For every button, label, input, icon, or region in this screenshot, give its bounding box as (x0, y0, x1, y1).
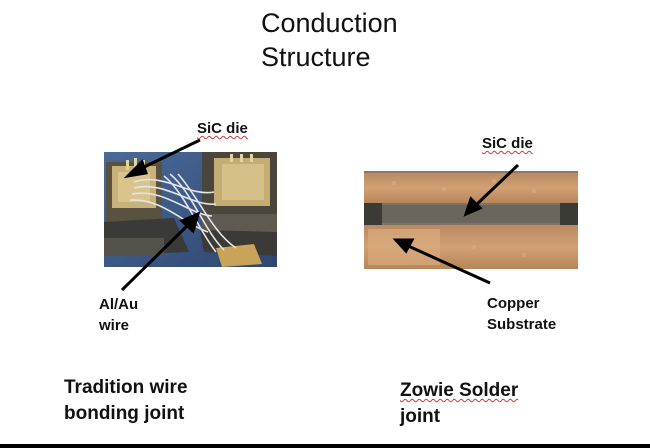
title-line-2: Structure (261, 42, 371, 72)
solder-joint-photo (364, 171, 578, 269)
wire-label: Al/Au wire (99, 294, 138, 336)
right-caption-line-1: Zowie Solder (400, 380, 519, 401)
substrate-label-line-2: Substrate (487, 316, 557, 333)
right-caption: Zowie Solder joint (400, 378, 518, 430)
slide-title: Conduction Structure (261, 6, 398, 74)
wire-bonding-photo (104, 152, 277, 267)
wire-label-line-1: Al/Au (99, 296, 139, 313)
left-caption-line-1: Tradition wire (64, 377, 188, 398)
substrate-label: Copper Substrate (487, 293, 556, 335)
title-line-1: Conduction (261, 8, 398, 38)
left-die-label: SiC die (197, 120, 248, 137)
right-caption-line-2: joint (400, 406, 441, 427)
wire-label-line-2: wire (99, 317, 130, 334)
left-caption-line-2: bonding joint (64, 403, 185, 424)
right-die-label: SiC die (482, 135, 533, 152)
substrate-label-line-1: Copper (487, 295, 540, 312)
bottom-divider (0, 444, 650, 448)
left-caption: Tradition wire bonding joint (64, 375, 188, 427)
